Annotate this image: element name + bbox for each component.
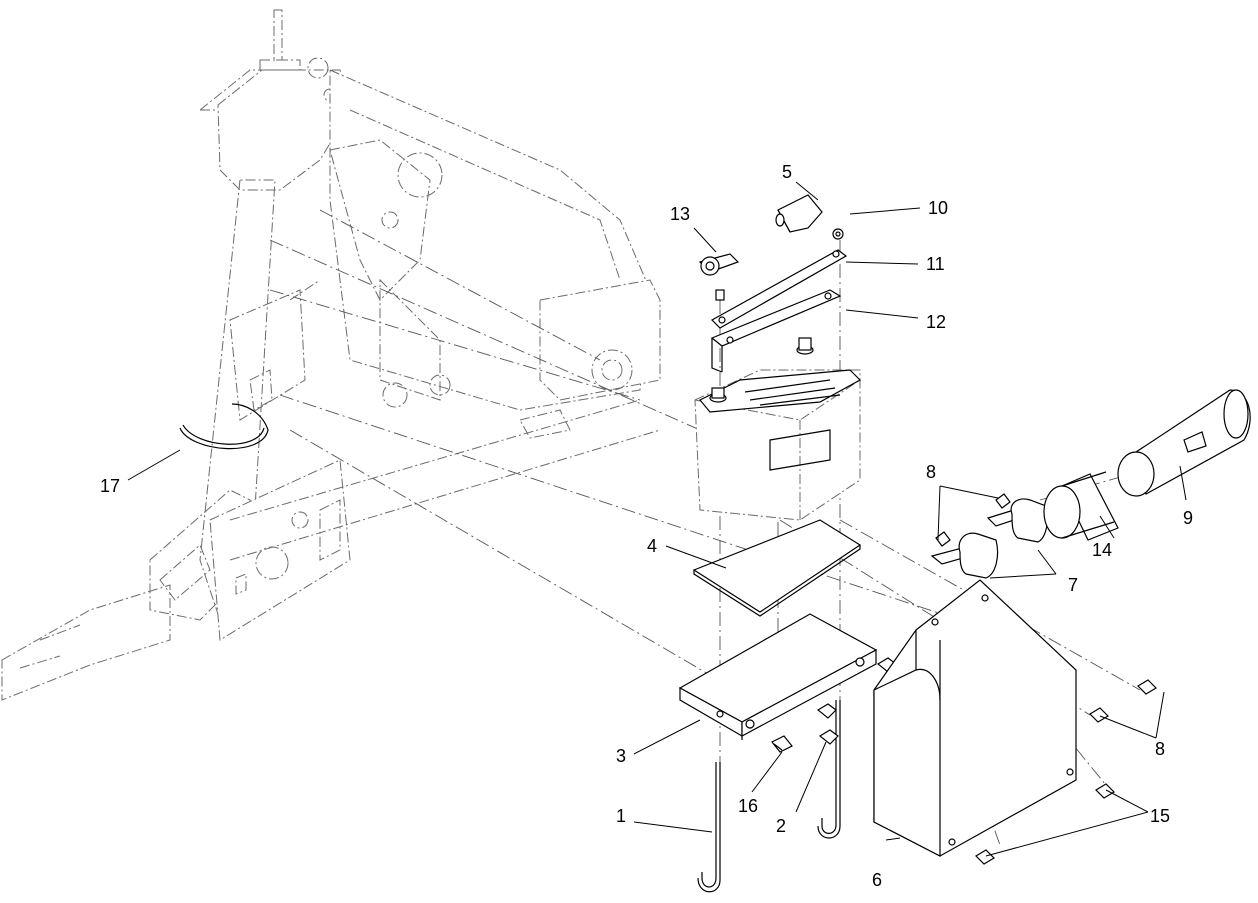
part-8-screws: [935, 493, 1157, 723]
callout-17: 17: [100, 476, 120, 496]
callout-13: 13: [670, 204, 690, 224]
callout-3: 3: [616, 746, 626, 766]
callout-7: 7: [1068, 575, 1078, 595]
callout-6: 6: [872, 870, 882, 890]
callout-4: 4: [647, 536, 657, 556]
callout-12: 12: [926, 312, 946, 332]
leader-lines: [127, 181, 1187, 857]
part-5-terminal-boot: [775, 194, 823, 233]
callout-8-top: 8: [926, 462, 936, 482]
part-1-j-hook-second: [817, 700, 841, 839]
callout-2: 2: [776, 816, 786, 836]
part-15-screws: [975, 783, 1115, 865]
callout-11: 11: [926, 254, 945, 274]
callout-8-right: 8: [1155, 739, 1165, 759]
part-4-battery-pad: [692, 519, 862, 617]
part-6-battery-cover: [873, 579, 1077, 857]
part-11-hold-down-bar: [711, 249, 848, 329]
part-16-spacer: [771, 735, 793, 753]
machine-frame-phantom: [1, 9, 661, 701]
callout-16: 16: [738, 796, 758, 816]
part-1-j-hook: [697, 762, 721, 893]
callout-1: 1: [616, 806, 626, 826]
part-10-nut: [832, 228, 844, 240]
part-3-battery-tray: [678, 613, 878, 740]
battery: [694, 337, 861, 521]
callout-15: 15: [1150, 806, 1170, 826]
callout-10: 10: [928, 198, 948, 218]
part-14-sleeve: [1043, 471, 1119, 541]
part-17-strap: [179, 403, 269, 450]
callout-5: 5: [782, 162, 792, 182]
part-13-terminal-clamp: [698, 253, 740, 301]
callout-14: 14: [1092, 540, 1112, 560]
part-12-hold-down-bracket: [710, 289, 842, 373]
callout-labels: 1 2 3 4 5 6 7 8 8 9 10 11 12 13 14 15 16…: [100, 162, 1193, 890]
part-7-clamps: [930, 498, 1049, 579]
callout-9: 9: [1183, 508, 1193, 528]
part-9-tube: [1117, 389, 1251, 497]
